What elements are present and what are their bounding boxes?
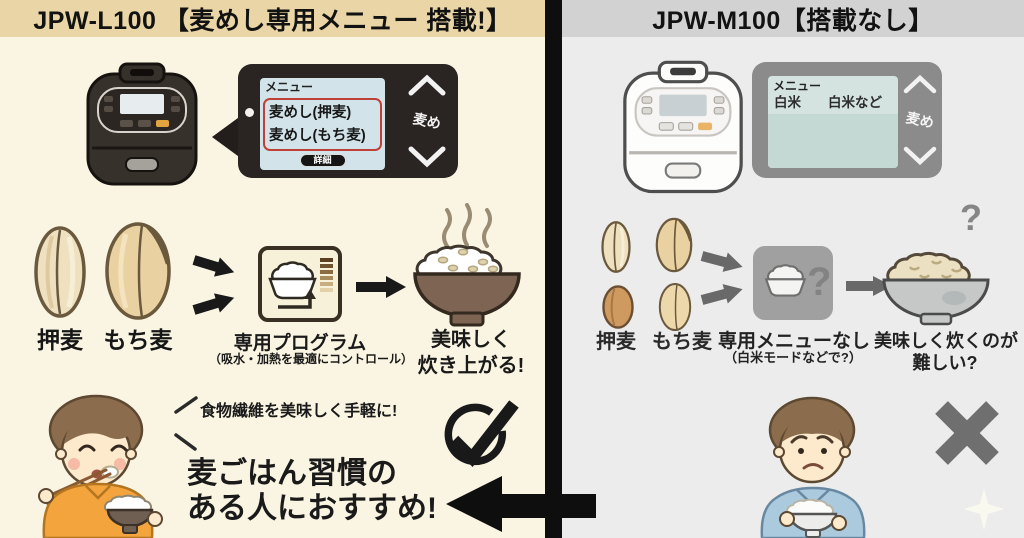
- converge-arrows-icon: [700, 251, 743, 305]
- menu-label: メニュー: [265, 80, 314, 94]
- selector-buttons: 麦め: [902, 74, 938, 166]
- plain-bowl-icon: [764, 264, 807, 297]
- menu-item-mochimugi: 麦めし(もち麦): [269, 128, 366, 144]
- sparkle-icon: [964, 488, 1004, 530]
- emphasis-lines-icon: [174, 396, 198, 451]
- grain-illustration: [655, 217, 693, 273]
- fiber-callout-text: 食物繊維を美味しく手軽に!: [200, 403, 398, 420]
- gray-rice-bowl-illustration: [882, 251, 990, 326]
- left-header: JPW-L100 【麦めし専用メニュー 搭載!】: [0, 0, 545, 37]
- program-bowl-meter-icon: [268, 258, 333, 309]
- recommend-arrow-icon: [446, 476, 596, 532]
- mochimugi-label: もち麦: [103, 327, 173, 353]
- program-subtitle: （吸水・加熱を最適にコントロール）: [208, 352, 413, 366]
- box-question-mark: ?: [807, 260, 832, 304]
- barley-button-label: 麦め: [904, 109, 936, 131]
- right-panel-jpw-m100: JPW-M100【搭載なし】 メニュー 白米 白米など: [562, 0, 1024, 538]
- oshimugi-label: 押麦: [37, 327, 83, 353]
- left-panel-jpw-l100: JPW-L100 【麦めし専用メニュー 搭載!】: [0, 0, 545, 538]
- worried-boy-illustration: [760, 396, 866, 538]
- program-title: 専用プログラム: [233, 333, 367, 354]
- barley-button-label: 麦め: [411, 110, 443, 132]
- right-model-title: JPW-M100【搭載なし】: [652, 6, 934, 35]
- steaming-rice-bowl-illustration: [413, 203, 521, 327]
- white-rice-cooker-illustration: [623, 60, 743, 194]
- chevron-down-icon: [903, 146, 937, 166]
- happy-boy-illustration: [38, 394, 163, 538]
- right-control-panel: メニュー 白米 白米など 麦め: [752, 62, 942, 178]
- empty-screen-area: [768, 114, 898, 168]
- menu-item-hakumai: 白米: [774, 95, 801, 110]
- grain-illustration: [658, 282, 692, 332]
- right-header: JPW-M100【搭載なし】: [562, 0, 1024, 37]
- arrow-right-icon: [846, 276, 892, 296]
- converge-arrows-icon: [192, 255, 235, 315]
- recommend-line1: 麦ごはん習慣の: [187, 457, 397, 490]
- chevron-down-icon: [408, 146, 446, 168]
- panel-indicator-dot: [245, 108, 254, 117]
- oshimugi-grain-illustration: [34, 226, 86, 318]
- speech-pointer-icon: [212, 115, 242, 159]
- grain-illustration: [601, 221, 631, 273]
- right-display-screen: メニュー 白米 白米など: [768, 76, 898, 168]
- black-rice-cooker-illustration: [86, 62, 198, 186]
- program-box: [258, 246, 342, 322]
- left-model-title: JPW-L100 【麦めし専用メニュー 搭載!】: [33, 6, 512, 35]
- grain-illustration: [602, 285, 634, 329]
- recommend-line2: ある人におすすめ!: [187, 492, 437, 525]
- oshimugi-label: 押麦: [596, 331, 636, 353]
- barley-menu-highlight: 麦めし(押麦) 麦めし(もち麦): [263, 98, 382, 151]
- left-result-line2: 炊き上がる!: [417, 355, 525, 377]
- chevron-up-icon: [408, 74, 446, 96]
- left-display-screen: メニュー 麦めし(押麦) 麦めし(もち麦) 詳細: [260, 78, 385, 170]
- menu-item-oshimugi: 麦めし(押麦): [269, 105, 352, 121]
- left-control-panel: メニュー 麦めし(押麦) 麦めし(もち麦) 詳細 麦め: [238, 64, 458, 178]
- detail-button: 詳細: [299, 154, 346, 167]
- barley-selector-buttons: 麦め: [406, 74, 448, 168]
- mochimugi-label: もち麦: [652, 331, 712, 353]
- arrow-right-icon: [356, 276, 406, 298]
- panel-divider: [545, 0, 562, 538]
- menu-label: メニュー: [773, 79, 822, 93]
- bowl-question-mark: ?: [960, 197, 982, 238]
- check-mark-icon: [444, 400, 519, 468]
- x-mark-icon: [935, 401, 999, 465]
- menu-item-hakumai-nado: 白米など: [828, 95, 882, 110]
- right-result-line2: 難しい?: [912, 353, 978, 373]
- right-result-line1: 美味しく炊くのが: [874, 331, 1018, 351]
- mochimugi-grain-illustration: [105, 222, 171, 320]
- left-result-line1: 美味しく: [431, 329, 511, 351]
- no-menu-subtitle: （白米モードなどで?）: [724, 350, 862, 365]
- chevron-up-icon: [903, 74, 937, 94]
- no-program-box: ?: [753, 246, 833, 320]
- no-menu-title: 専用メニューなし: [718, 331, 871, 352]
